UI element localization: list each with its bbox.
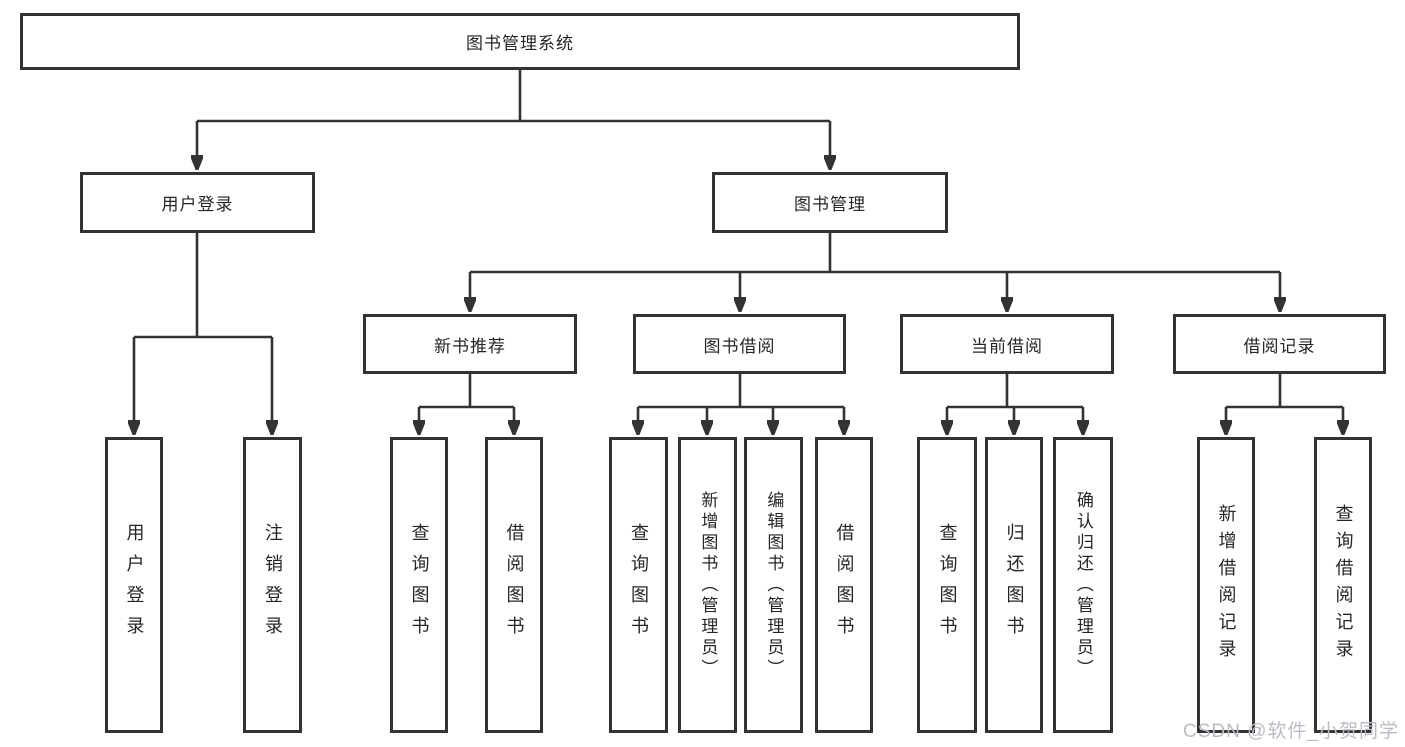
leaf-query-books-recommend: 查询图书 bbox=[390, 437, 448, 733]
leaf-borrow-books-recommend: 借阅图书 bbox=[485, 437, 543, 733]
node-user-login: 用户登录 bbox=[80, 172, 315, 233]
node-book-borrow: 图书借阅 bbox=[633, 314, 846, 374]
node-label: 图书管理系统 bbox=[466, 34, 574, 53]
leaf-add-books-admin: 新增图书（管理员） bbox=[678, 437, 737, 733]
leaf-confirm-return-admin: 确认归还（管理员） bbox=[1053, 437, 1113, 733]
node-borrow-records: 借阅记录 bbox=[1173, 314, 1386, 374]
node-label: 注销登录 bbox=[262, 523, 283, 647]
node-label: 查询图书 bbox=[409, 523, 430, 647]
connector-borrow-tee bbox=[638, 374, 844, 409]
connector-user-login-tee bbox=[134, 233, 272, 339]
node-label: 图书管理 bbox=[794, 195, 866, 214]
node-label: 查询图书 bbox=[937, 523, 958, 647]
node-book-management: 图书管理 bbox=[712, 172, 948, 233]
node-label: 新书推荐 bbox=[434, 336, 506, 356]
leaf-edit-books-admin: 编辑图书（管理员） bbox=[744, 437, 803, 733]
node-root-system: 图书管理系统 bbox=[20, 13, 1020, 70]
node-label: 用户登录 bbox=[124, 523, 145, 647]
leaf-borrow-books: 借阅图书 bbox=[815, 437, 873, 733]
node-label: 归还图书 bbox=[1004, 523, 1025, 647]
leaf-query-books-borrow: 查询图书 bbox=[609, 437, 668, 733]
node-label: 用户登录 bbox=[161, 195, 234, 214]
connector-book-mgmt-tee bbox=[470, 233, 1280, 274]
node-label: 新增借阅记录 bbox=[1216, 504, 1237, 666]
node-label: 借阅图书 bbox=[504, 523, 525, 647]
node-label: 编辑图书（管理员） bbox=[764, 490, 784, 680]
csdn-watermark: CSDN @软件_小贺同学 bbox=[1183, 721, 1399, 742]
node-label: 当前借阅 bbox=[971, 336, 1043, 356]
leaf-query-borrow-record: 查询借阅记录 bbox=[1314, 437, 1372, 733]
node-label: 查询图书 bbox=[628, 523, 649, 647]
connector-root-tee bbox=[197, 69, 830, 123]
node-label: 图书借阅 bbox=[703, 336, 776, 356]
leaf-add-borrow-record: 新增借阅记录 bbox=[1197, 437, 1255, 733]
leaf-return-books: 归还图书 bbox=[985, 437, 1043, 733]
node-label: 查询借阅记录 bbox=[1333, 504, 1354, 666]
leaf-query-books-current: 查询图书 bbox=[917, 437, 977, 733]
node-label: 确认归还（管理员） bbox=[1073, 490, 1093, 680]
connector-current-tee bbox=[947, 374, 1083, 409]
node-current-borrow: 当前借阅 bbox=[900, 314, 1114, 374]
node-label: 借阅图书 bbox=[834, 523, 855, 647]
node-new-book-recommend: 新书推荐 bbox=[363, 314, 577, 374]
node-label: 借阅记录 bbox=[1243, 336, 1316, 356]
connector-new-rec-tee bbox=[419, 374, 514, 409]
node-label: 新增图书（管理员） bbox=[698, 490, 718, 680]
leaf-user-login: 用户登录 bbox=[105, 437, 163, 733]
connector-records-tee bbox=[1226, 374, 1343, 409]
leaf-logout: 注销登录 bbox=[243, 437, 302, 733]
